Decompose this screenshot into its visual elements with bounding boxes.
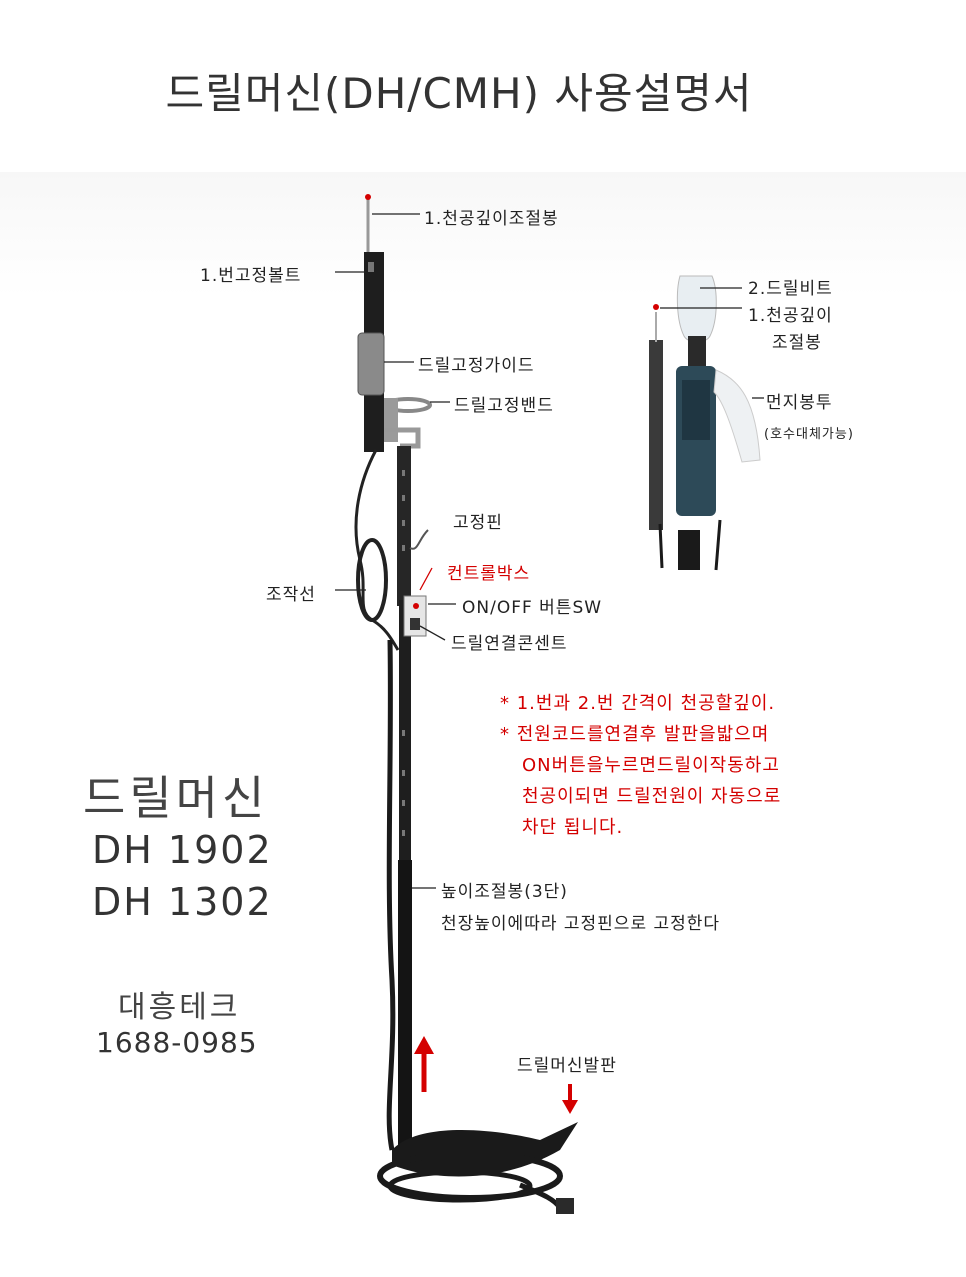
label-op-cable: 조작선	[266, 585, 316, 605]
drill-guide-graphic	[357, 332, 385, 396]
model-1302: DH 1302	[92, 880, 273, 924]
inset-label-depth-rod-2: 조절봉	[772, 333, 822, 353]
inset-label-depth-rod-1: 1.천공깊이	[748, 306, 833, 326]
fix-pin-graphic	[409, 529, 429, 550]
inset-drill-illustration	[649, 275, 761, 571]
label-outlet: 드릴연결콘센트	[451, 634, 568, 654]
down-arrow-icon	[562, 1084, 578, 1114]
label-control-box: 컨트롤박스	[447, 564, 531, 584]
label-drill-guide: 드릴고정가이드	[418, 356, 535, 376]
note-line-2: * 전원코드를연결후 발판을밟으며	[500, 724, 770, 745]
label-pedal: 드릴머신발판	[517, 1056, 617, 1076]
label-depth-rod: 1.천공깊이조절봉	[424, 209, 559, 229]
note-line-1: * 1.번과 2.번 간격이 천공할깊이.	[500, 693, 776, 714]
label-fix-pin: 고정핀	[453, 513, 503, 533]
depth-rod-tip	[365, 194, 371, 200]
phone-number: 1688-0985	[96, 1026, 258, 1059]
inset-label-drill-bit: 2.드릴비트	[748, 279, 833, 299]
product-name: 드릴머신	[83, 771, 269, 825]
note-line-4: 천공이되면 드릴전원이 자동으로	[522, 786, 782, 807]
company-name: 대흥테크	[118, 990, 241, 1025]
label-height-rod: 높이조절봉(3단)	[441, 882, 568, 902]
up-arrow-icon	[414, 1036, 434, 1092]
note-line-5: 차단 됩니다.	[522, 817, 624, 838]
model-1902: DH 1902	[92, 828, 273, 872]
note-line-3: ON버튼을누르면드릴이작동하고	[522, 755, 780, 776]
inset-label-dust-bag: 먼지봉투	[766, 393, 833, 413]
inset-label-dust-bag-note: (호수대체가능)	[764, 427, 854, 442]
label-drill-band: 드릴고정밴드	[454, 396, 554, 416]
op-cable-graphic	[354, 449, 400, 651]
label-height-rod-desc: 천장높이에따라 고정핀으로 고정한다	[441, 914, 721, 934]
dust-bag-graphic	[713, 369, 761, 463]
pole-lower-graphic	[398, 860, 412, 1150]
page-title: 드릴머신(DH/CMH) 사용설명서	[165, 69, 753, 118]
plug-graphic	[556, 1198, 574, 1214]
label-onoff-switch: ON/OFF 버튼SW	[462, 598, 603, 618]
label-fix-bolt: 1.번고정볼트	[200, 266, 302, 286]
photo-background	[0, 172, 966, 1212]
